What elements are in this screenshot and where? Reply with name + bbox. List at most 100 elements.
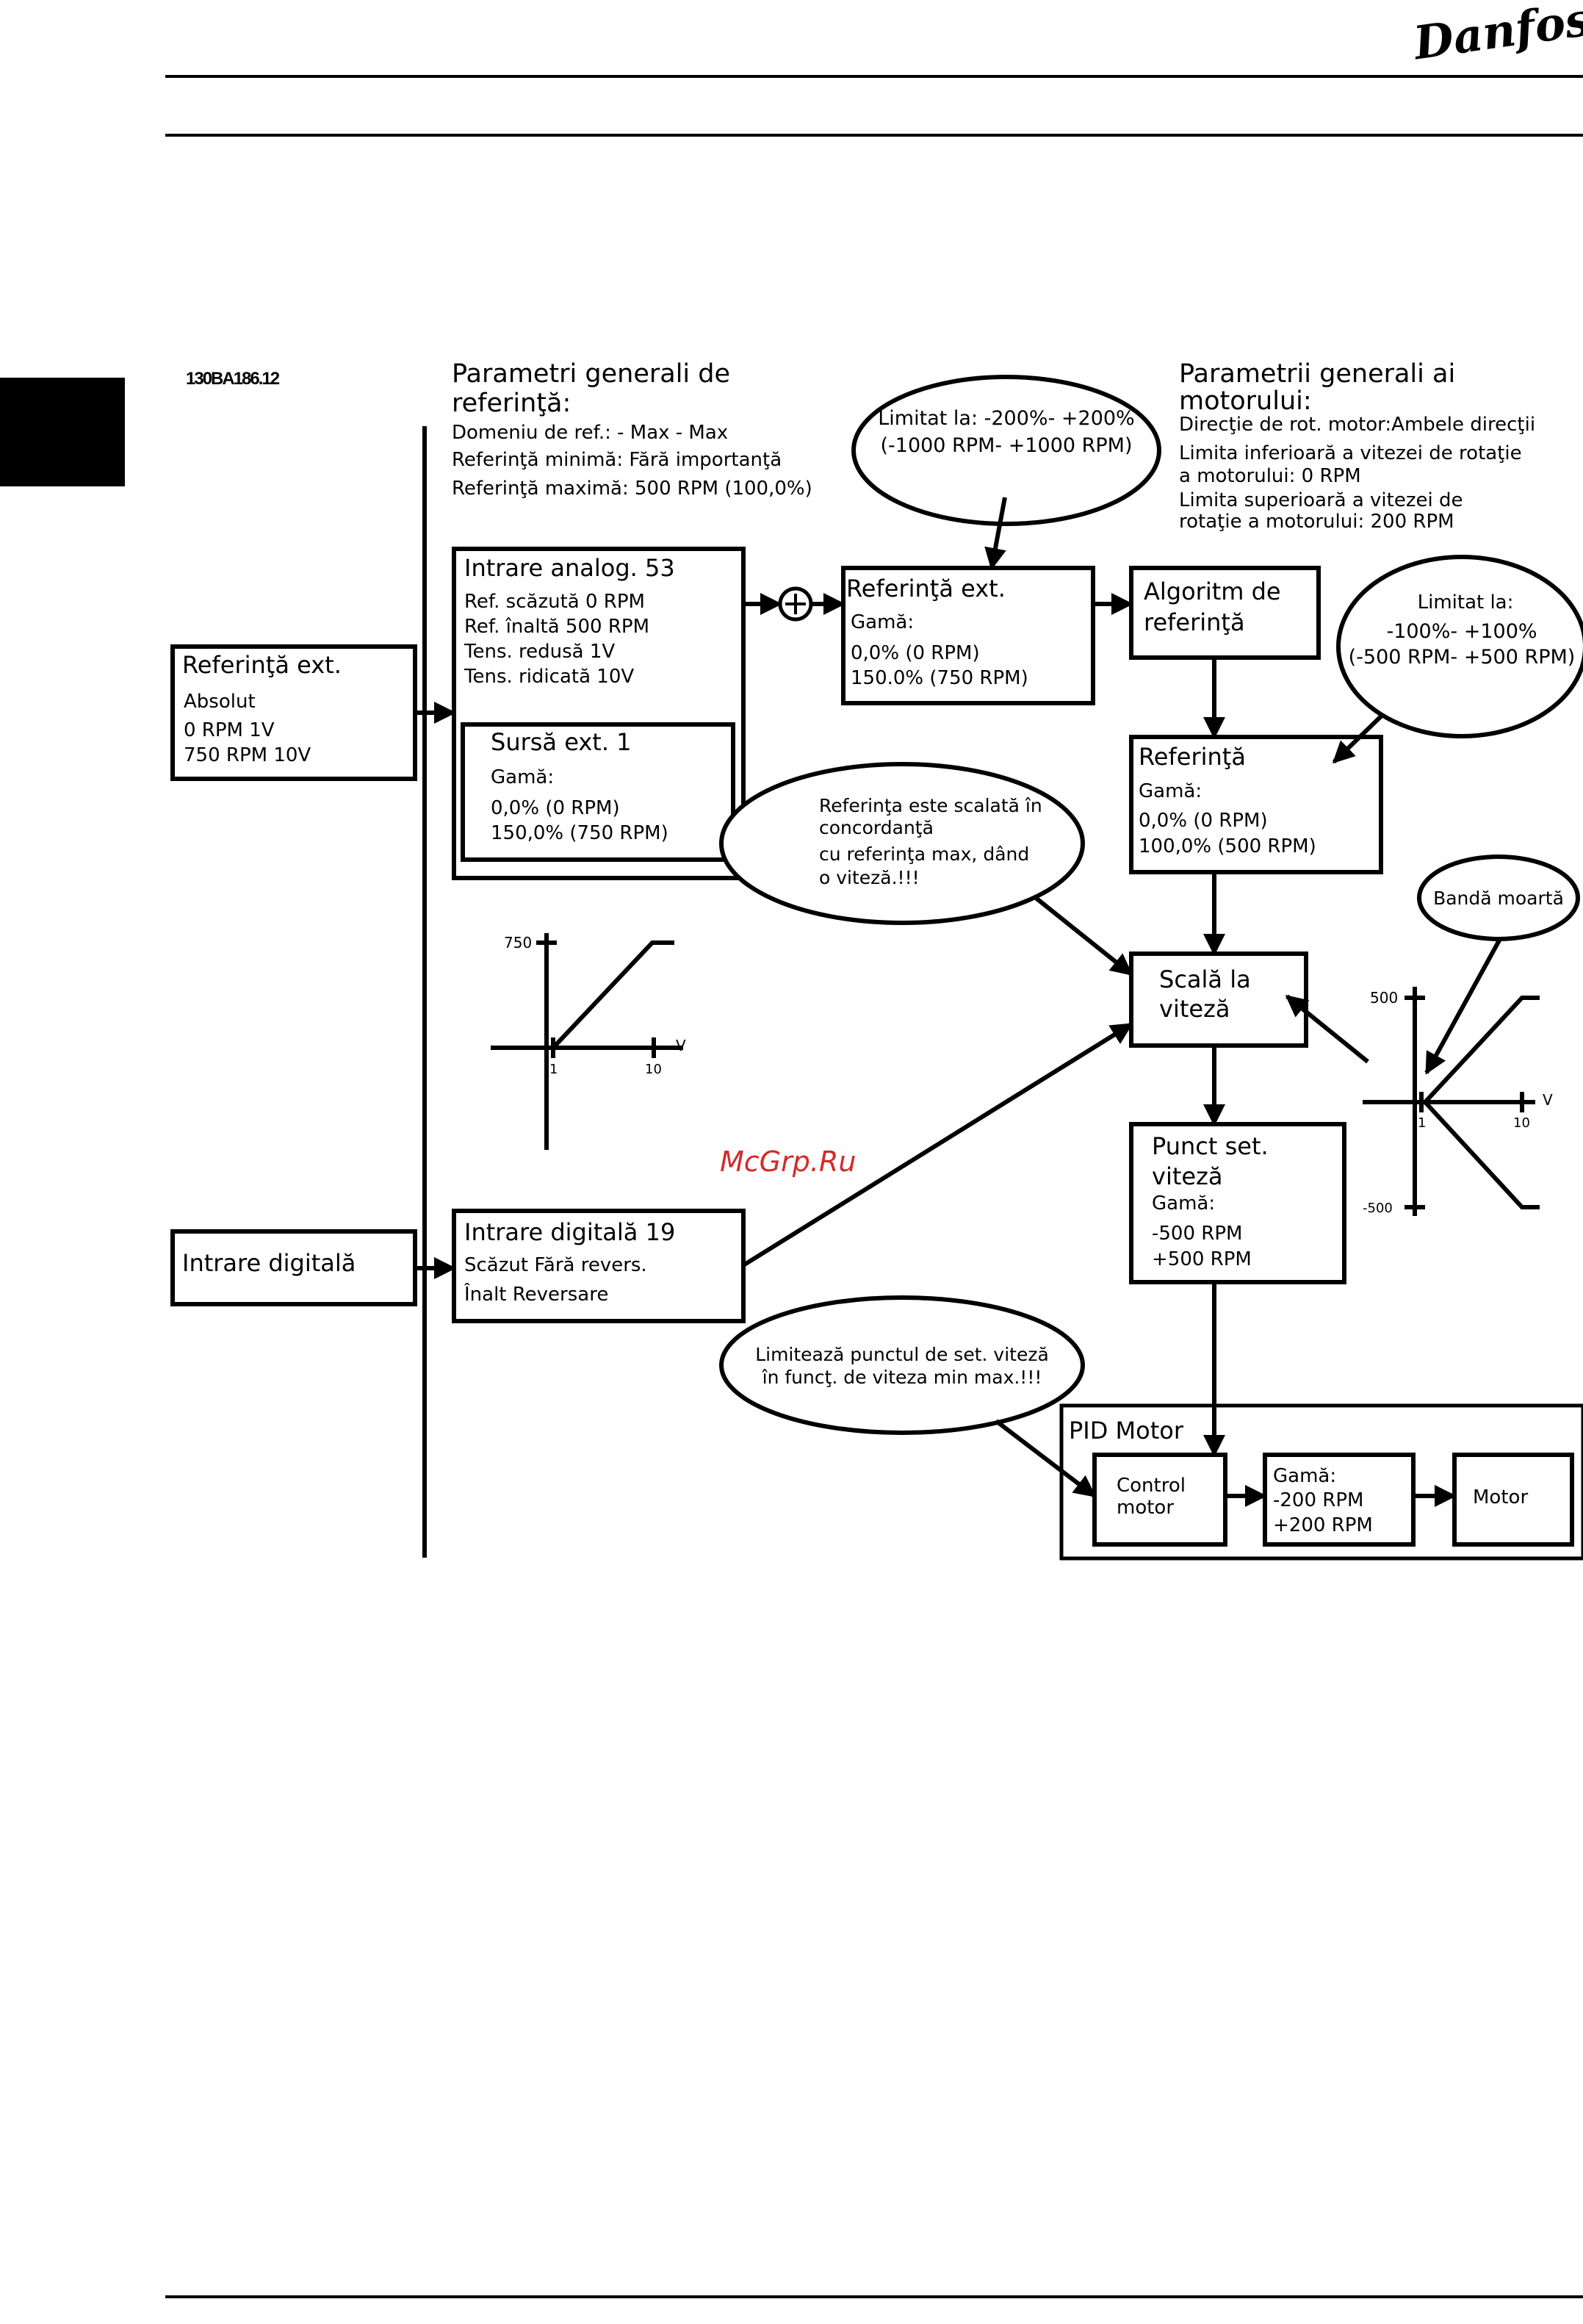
pid-motor-block: PID Motor Control motor Gamă: -200 RPM +… xyxy=(1059,1403,1583,1561)
ext-source-block: Sursă ext. 1 Gamă: 0,0% (0 RPM) 150,0% (… xyxy=(461,722,735,862)
watermark: McGrp.Ru xyxy=(720,1145,856,1178)
ext-ref-line-1: Absolut xyxy=(184,691,256,713)
arrow-note-to-scale xyxy=(1034,896,1133,976)
motor-range-line-1: Gamă: xyxy=(1273,1465,1336,1487)
ref-params-title-2: referinţă: xyxy=(452,389,571,418)
scale-speed-title-1: Scală la xyxy=(1159,965,1251,993)
graph-analog-x1-label: 1 xyxy=(549,1062,558,1077)
ref-ext-line-2: 0,0% (0 RPM) xyxy=(851,642,980,664)
graph-analog-curve xyxy=(547,940,674,1050)
note-limit-100: Limitat la: -100%- +100% (-500 RPM- +500… xyxy=(1336,555,1583,738)
graph-deadband-y-top: 500 xyxy=(1370,989,1398,1007)
graph-deadband-x10-label: 10 xyxy=(1513,1115,1530,1131)
speed-setpoint-line-1: Gamă: xyxy=(1152,1192,1215,1215)
digital-input-block: Intrare digitală xyxy=(170,1229,417,1306)
ref-params-title-1: Parametri generali de xyxy=(452,359,730,389)
digital-input-19-line-2: Înalt Reversare xyxy=(464,1282,608,1306)
ext-ref-title: Referinţă ext. xyxy=(182,651,342,679)
motor-range-line-2: -200 RPM xyxy=(1273,1489,1363,1511)
graph-analog xyxy=(491,933,683,1150)
arrow-digital19-to-scale xyxy=(742,1022,1133,1267)
ref-ext-block: Referinţă ext. Gamă: 0,0% (0 RPM) 150.0%… xyxy=(841,566,1095,705)
line-deadband-to-graph xyxy=(1424,938,1502,1075)
scale-speed-title-2: viteză xyxy=(1159,995,1230,1023)
motor-control-line-2: motor xyxy=(1117,1497,1174,1519)
analog-input-line-3: Tens. redusă 1V xyxy=(464,641,615,663)
speed-setpoint-block: Punct set. viteză Gamă: -500 RPM +500 RP… xyxy=(1129,1122,1346,1284)
speed-setpoint-title-1: Punct set. xyxy=(1152,1132,1269,1160)
note-limit-100-line-3: (-500 RPM- +500 RPM) xyxy=(1349,646,1576,669)
ref-params-line-2: Referinţă minimă: Fără importanţă xyxy=(452,449,782,471)
digital-input-19-line-1: Scăzut Fără revers. xyxy=(464,1254,647,1276)
graph-deadband-x1-label: 1 xyxy=(1418,1115,1426,1131)
reference-line-2: 0,0% (0 RPM) xyxy=(1139,810,1268,832)
reference-line-1: Gamă: xyxy=(1139,780,1202,802)
motor-params-line-1: Direcţie de rot. motor:Ambele direcţii xyxy=(1179,414,1535,436)
ref-algorithm-block: Algoritm de referinţă xyxy=(1129,566,1321,660)
ref-params-line-3: Referinţă maximă: 500 RPM (100,0%) xyxy=(452,478,812,500)
reference-line-3: 100,0% (500 RPM) xyxy=(1139,835,1316,857)
graph-deadband-curve-forward xyxy=(1415,996,1540,1104)
digital-input-19-block: Intrare digitală 19 Scăzut Fără revers. … xyxy=(452,1209,746,1323)
motor-params-line-2: Limita inferioară a vitezei de rotaţie xyxy=(1179,442,1522,464)
ref-ext-title: Referinţă ext. xyxy=(846,575,1006,602)
speed-setpoint-line-3: +500 RPM xyxy=(1152,1248,1252,1270)
speed-setpoint-line-2: -500 RPM xyxy=(1152,1223,1242,1245)
ref-params-line-1: Domeniu de ref.: - Max - Max xyxy=(452,422,728,444)
ext-source-line-1: Gamă: xyxy=(491,766,554,788)
note-limits-setpoint: Limitează punctul de set. viteză în func… xyxy=(719,1295,1085,1435)
motor-params: Parametrii generali ai motorului: Direcţ… xyxy=(1179,359,1535,533)
motor-params-title-2: motorului: xyxy=(1179,386,1312,416)
graph-deadband-curve-reverse xyxy=(1415,1100,1540,1209)
motor-params-line-3: a motorului: 0 RPM xyxy=(1179,465,1361,487)
note-deadband-line-1: Bandă moartă xyxy=(1433,888,1564,909)
graph-deadband-labels: 500 -500 V 1 10 xyxy=(1363,989,1553,1216)
note-limit-200-line-2: (-1000 RPM- +1000 RPM) xyxy=(880,434,1132,457)
scale-speed-block: Scală la viteză xyxy=(1129,951,1308,1048)
ext-ref-line-3: 750 RPM 10V xyxy=(184,744,311,766)
reference-title: Referinţă xyxy=(1139,743,1246,771)
motor-title: Motor xyxy=(1473,1486,1528,1508)
ref-ext-line-1: Gamă: xyxy=(851,611,914,633)
ref-params: Parametri generali de referinţă: Domeniu… xyxy=(452,359,812,500)
brand-logo: Danfoss xyxy=(1409,0,1583,71)
note-scaled: Referinţa este scalată în concordanţă cu… xyxy=(719,762,1085,925)
note-limits-setpoint-line-2: în funcţ. de viteza min max.!!! xyxy=(762,1367,1042,1388)
chapter-tab xyxy=(0,378,125,486)
graph-deadband-y-bottom: -500 xyxy=(1363,1201,1393,1216)
arrow-limit100-to-reference xyxy=(1332,714,1383,764)
connectors xyxy=(415,497,1502,1507)
reference-block: Referinţă Gamă: 0,0% (0 RPM) 100,0% (500… xyxy=(1129,735,1383,874)
motor-control-block xyxy=(1092,1453,1227,1547)
digital-input-19-title: Intrare digitală 19 xyxy=(464,1218,675,1246)
motor-range-line-3: +200 RPM xyxy=(1273,1514,1373,1536)
analog-input-line-2: Ref. înaltă 500 RPM xyxy=(464,616,649,638)
graph-analog-labels: 750 V 1 10 xyxy=(504,934,686,1077)
ref-ext-line-3: 150.0% (750 RPM) xyxy=(851,667,1028,689)
ext-source-line-3: 150,0% (750 RPM) xyxy=(491,822,668,844)
pid-motor-title: PID Motor xyxy=(1069,1417,1184,1445)
graph-deadband-x-label: V xyxy=(1543,1091,1553,1109)
ext-source-line-2: 0,0% (0 RPM) xyxy=(491,797,620,819)
analog-input-block: Intrare analog. 53 Ref. scăzută 0 RPM Re… xyxy=(452,547,746,880)
note-limits-setpoint-line-1: Limitează punctul de set. viteză xyxy=(755,1344,1049,1365)
graph-analog-x10-label: 10 xyxy=(645,1062,662,1077)
ref-algorithm-title-1: Algoritm de xyxy=(1144,578,1281,605)
graph-deadband xyxy=(1363,987,1540,1216)
figure-code: 130BA186.12 xyxy=(186,369,280,389)
analog-input-line-4: Tens. ridicată 10V xyxy=(464,666,634,688)
note-scaled-line-4: o viteză.!!! xyxy=(819,867,920,888)
line-limit200-to-refext xyxy=(984,497,1007,570)
note-limit-200-line-1: Limitat la: -200%- +200% xyxy=(878,407,1134,430)
note-scaled-line-2: concordanţă xyxy=(819,817,934,838)
ext-source-title: Sursă ext. 1 xyxy=(491,728,632,756)
page-header: Danfoss xyxy=(0,0,1583,486)
note-limit-100-line-2: -100%- +100% xyxy=(1386,620,1537,643)
motor-params-title-1: Parametrii generali ai xyxy=(1179,359,1455,389)
ext-ref-block: Referinţă ext. Absolut 0 RPM 1V 750 RPM … xyxy=(170,644,417,781)
speed-setpoint-title-2: viteză xyxy=(1152,1162,1222,1190)
note-scaled-line-3: cu referinţa max, dând xyxy=(819,843,1029,865)
arrow-note-to-control xyxy=(995,1419,1097,1498)
note-limit-100-line-1: Limitat la: xyxy=(1418,591,1514,614)
